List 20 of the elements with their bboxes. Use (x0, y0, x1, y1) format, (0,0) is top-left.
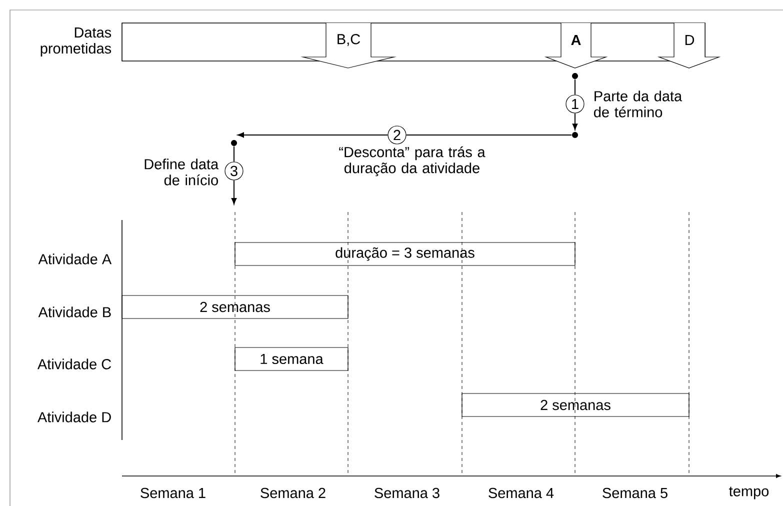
week-label: Semana 4 (488, 488, 554, 498)
step-note: Define data de início (144, 158, 219, 186)
activity-bar: duração = 3 semanas (234, 242, 576, 266)
axis-label: tempo (729, 486, 769, 500)
activity-label: Atividade C (37, 358, 112, 370)
arrow (238, 132, 388, 138)
week-label: Semana 2 (260, 488, 326, 498)
arrow (572, 112, 578, 130)
week-label: Semana 3 (374, 488, 440, 498)
activity-bar: 1 semana (234, 347, 348, 371)
activity-bar: 2 semanas (122, 295, 348, 319)
step-note: “Desconta” para trás a duração da atividade (339, 146, 486, 176)
step-note: Parte da data de término (594, 90, 682, 118)
activity-label: Atividade A (38, 254, 112, 264)
week-label: Semana 5 (602, 488, 668, 498)
arrow (231, 180, 237, 204)
activity-label: Atividade D (37, 412, 111, 422)
node-label: Datas prometidas (40, 28, 112, 56)
week-label: Semana 1 (140, 488, 206, 498)
activity-bar: 2 semanas (462, 393, 690, 417)
